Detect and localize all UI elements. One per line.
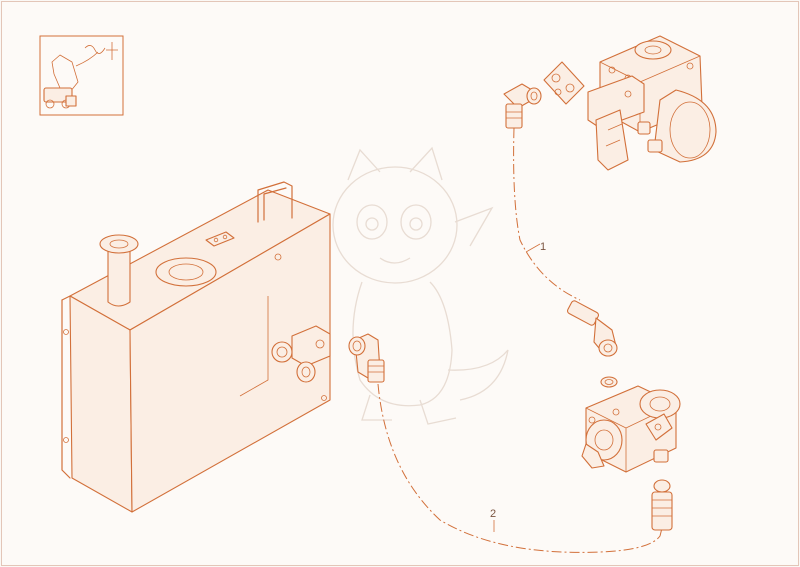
tank-elbow-fitting — [348, 333, 385, 383]
gear-pump — [581, 385, 681, 473]
hydraulic-tank — [61, 181, 331, 513]
callout-2: 2 — [490, 508, 496, 520]
steering-unit — [587, 35, 717, 171]
o-ring — [600, 376, 618, 388]
return-hose-line — [513, 127, 581, 301]
watermark-mascot — [332, 146, 509, 425]
gasket — [543, 61, 585, 105]
steering-elbow-fitting — [503, 83, 542, 129]
thumbnail-inset — [39, 35, 124, 116]
pump-hose-fitting — [566, 300, 618, 357]
callout-1-leader — [525, 243, 541, 253]
callout-1: 1 — [540, 241, 546, 253]
pump-suction-fitting — [651, 479, 673, 531]
suction-hose-line — [377, 383, 663, 553]
